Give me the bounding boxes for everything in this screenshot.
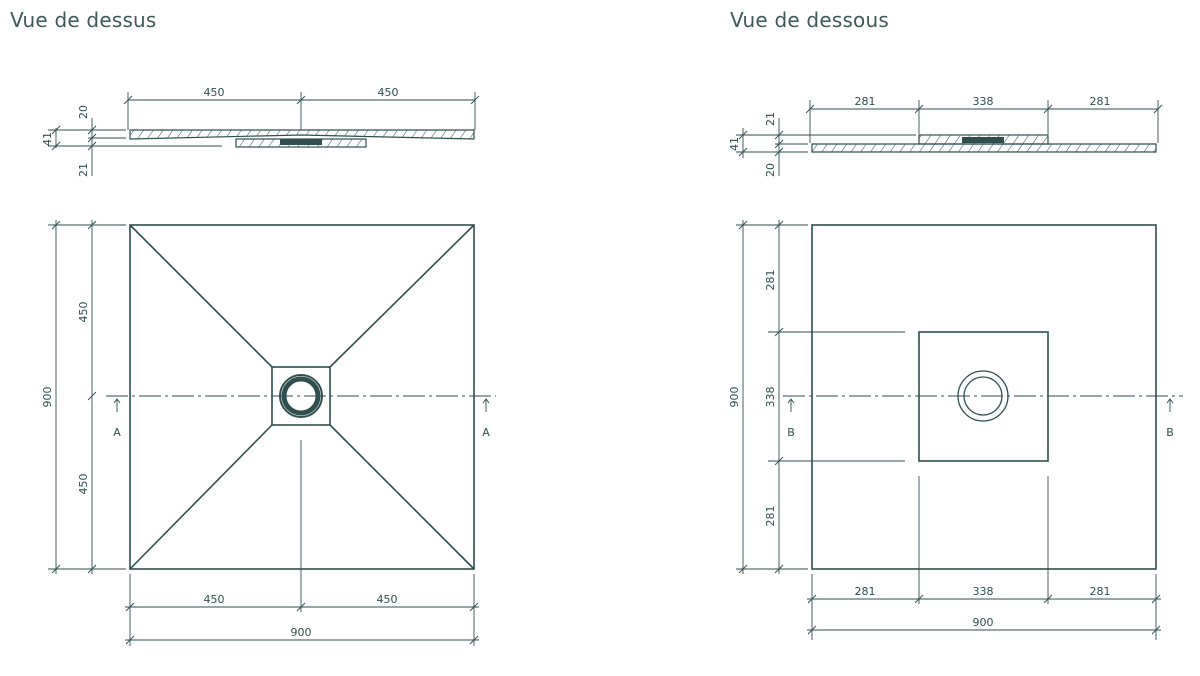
top-plan-dim-v1: 450 [77, 302, 90, 323]
bottom-section-profile: 281 338 281 21 41 20 [728, 95, 1163, 177]
top-plan-dim-v2: 450 [77, 474, 90, 495]
bottom-plan-dim-h1: 281 [855, 585, 876, 598]
bottom-view: 281 338 281 21 41 20 [728, 95, 1183, 640]
view-title-bottom: Vue de dessous [730, 8, 889, 32]
top-section-profile: 450 450 20 41 21 [41, 86, 480, 177]
bottom-plan-dim-h2: 338 [973, 585, 994, 598]
view-title-top: Vue de dessus [10, 8, 157, 32]
top-section-dim-h2: 450 [378, 86, 399, 99]
top-plan-dim-v-total: 900 [41, 387, 54, 408]
bottom-section-dim-v2: 41 [728, 137, 741, 151]
top-view: 450 450 20 41 21 [41, 86, 496, 646]
top-section-mark-right: A [482, 426, 490, 439]
bottom-section-dim-h2: 338 [973, 95, 994, 108]
bottom-plan-dim-h3: 281 [1090, 585, 1111, 598]
bottom-section-dim-v1: 21 [764, 112, 777, 126]
top-section-dim-v2: 41 [41, 132, 54, 146]
bottom-section-dim-h1: 281 [855, 95, 876, 108]
top-section-dim-h1: 450 [204, 86, 225, 99]
bottom-section-dim-v3: 20 [764, 163, 777, 177]
top-section-mark-left: A [113, 426, 121, 439]
top-plan-dim-h2: 450 [377, 593, 398, 606]
top-plan: A A 900 450 450 450 45 [41, 220, 496, 646]
bottom-section-mark-left: B [787, 426, 795, 439]
bottom-plan-dim-h-total: 900 [973, 616, 994, 629]
bottom-section-dim-h3: 281 [1090, 95, 1111, 108]
top-section-dim-v1: 20 [77, 105, 90, 119]
bottom-plan-dim-v1: 281 [764, 270, 777, 291]
bottom-section-mark-right: B [1166, 426, 1174, 439]
top-plan-dim-h1: 450 [204, 593, 225, 606]
bottom-plan-dim-v3: 281 [764, 506, 777, 527]
bottom-plan-dim-v2: 338 [764, 387, 777, 408]
top-section-dim-v3: 21 [77, 163, 90, 177]
bottom-plan: B B 900 281 338 281 [728, 220, 1183, 640]
top-plan-dim-h-total: 900 [291, 626, 312, 639]
bottom-plan-dim-v-total: 900 [728, 387, 741, 408]
